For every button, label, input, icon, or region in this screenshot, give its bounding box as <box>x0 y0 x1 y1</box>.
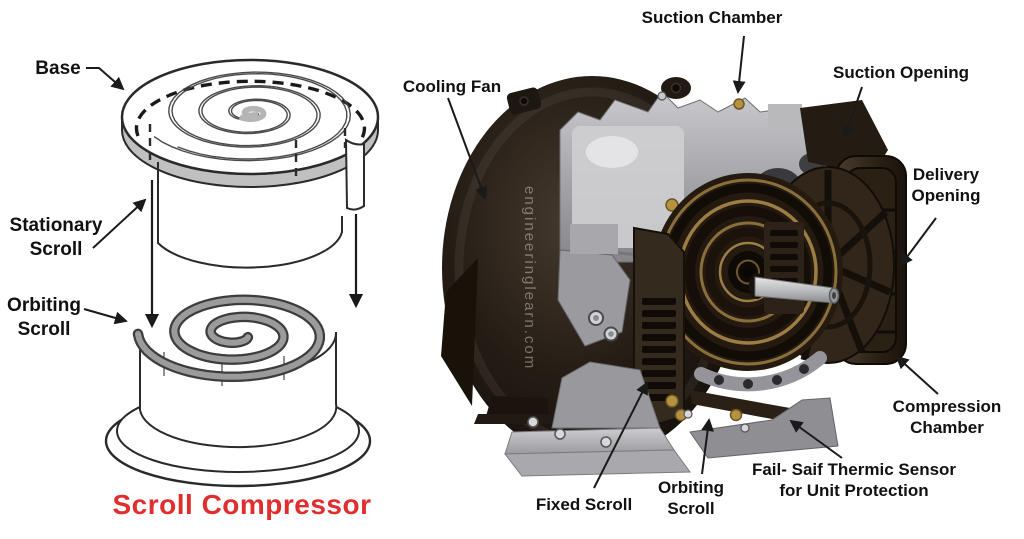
stationary-scroll-label: Stationary Scroll <box>9 215 103 260</box>
drive-shaft <box>749 273 840 304</box>
fixed-scroll-label: Fixed Scroll <box>535 495 633 514</box>
cooling-fan-arrow <box>447 97 488 200</box>
orbiting-scroll-photo-arrow <box>701 418 715 475</box>
suction-opening-label: Suction Opening <box>833 63 969 82</box>
orbiting-scroll-photo-label: Orbiting Scroll <box>657 478 725 519</box>
suction-chamber-label: Suction Chamber <box>641 8 783 27</box>
compression-chamber-arrow <box>895 355 939 395</box>
cooling-fan-label: Cooling Fan <box>402 77 502 96</box>
stationary-scroll-drawing <box>120 58 380 269</box>
watermark: engineeringlearn.com <box>521 186 538 371</box>
delivery-opening-arrow <box>899 217 937 267</box>
stationary-scroll-arrow <box>92 198 147 249</box>
scroll-flange <box>690 351 827 422</box>
base-label: Base <box>35 58 81 79</box>
fixed-scroll-arrow <box>593 381 648 489</box>
compression-chamber-label: Compression Chamber <box>892 397 1002 438</box>
callout-arrows <box>83 35 939 489</box>
compressor-photo <box>441 76 907 477</box>
bolt <box>733 98 745 110</box>
suction-chamber-arrow <box>732 35 746 94</box>
bearing-arm <box>557 224 631 347</box>
orbiting-scroll-left-arrow <box>83 308 128 325</box>
delivery-opening-label: Delivery Opening <box>911 165 981 206</box>
orbiting-scroll-label: Orbiting Scroll <box>7 295 81 340</box>
orbiting-scroll-drawing <box>104 294 372 488</box>
fail-safe-arrow <box>789 419 843 459</box>
base-arrow <box>86 67 125 91</box>
diagram-title: Scroll Compressor <box>112 489 372 520</box>
assembly-arrows <box>144 180 364 329</box>
suction-opening-arrow <box>842 86 863 139</box>
fail-safe-sensor-label: Fail- Saif Thermic Sensor for Unit Prote… <box>751 460 957 501</box>
